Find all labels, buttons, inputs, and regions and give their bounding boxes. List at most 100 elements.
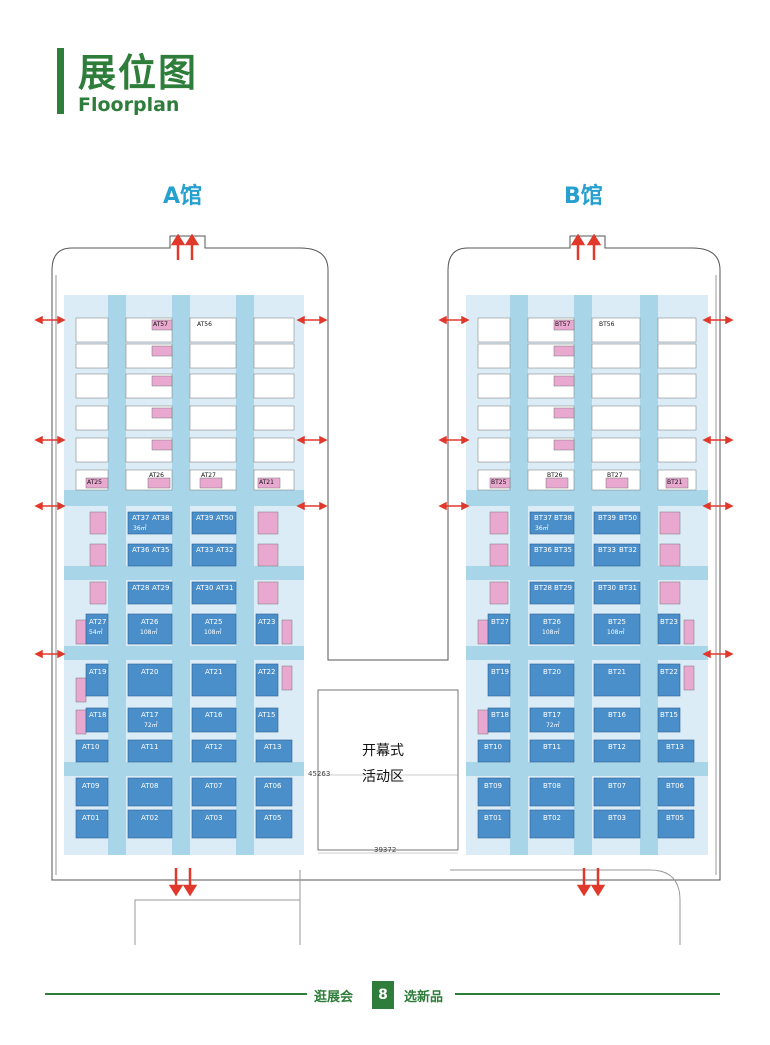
booth-label: BT27 <box>491 618 509 626</box>
booth-label: AT26 <box>141 618 159 626</box>
booth-label: BT19 <box>491 668 509 676</box>
booth-label: AT29 <box>152 584 170 592</box>
hall-b-title: B馆 <box>564 184 603 209</box>
booth-label: AT39 <box>196 514 214 522</box>
booth-label: BT28 <box>534 584 552 592</box>
booth-label: AT15 <box>258 711 276 719</box>
booth-size: 36㎡ <box>535 525 549 532</box>
booth-size: 108㎡ <box>542 629 560 636</box>
booth-label: AT27 <box>201 472 216 479</box>
booth-label: BT02 <box>543 814 561 822</box>
booth-label: AT28 <box>132 584 150 592</box>
footer-line-right <box>455 993 720 995</box>
booth-label: AT19 <box>89 668 107 676</box>
booth-label: BT16 <box>608 711 626 719</box>
booth-label: AT17 <box>141 711 159 719</box>
booth-size: 108㎡ <box>607 629 625 636</box>
booth-label: AT23 <box>258 618 276 626</box>
booth-label: BT39 <box>598 514 616 522</box>
booth-label: AT08 <box>141 782 159 790</box>
booth-label: AT18 <box>89 711 107 719</box>
booth-label: BT26 <box>543 618 561 626</box>
title-accent-bar <box>57 48 64 114</box>
booth-label: BT07 <box>608 782 626 790</box>
building-outline <box>51 235 721 945</box>
booth-label: BT09 <box>484 782 502 790</box>
booth-label: AT56 <box>197 321 212 328</box>
hall-a-aisles <box>64 295 304 855</box>
booth-label: AT21 <box>205 668 223 676</box>
booth-label: AT50 <box>216 514 234 522</box>
booth-label: AT09 <box>82 782 100 790</box>
booth-label: BT01 <box>484 814 502 822</box>
booth-label: AT37 <box>132 514 150 522</box>
booth-label: BT25 <box>608 618 626 626</box>
booth-label: AT27 <box>89 618 107 626</box>
booth-label: BT33 <box>598 546 616 554</box>
booth-label: BT36 <box>534 546 552 554</box>
booth-label: AT36 <box>132 546 150 554</box>
booth-label: BT21 <box>608 668 626 676</box>
page-title: 展位图 <box>78 51 199 95</box>
booth-label: AT07 <box>205 782 223 790</box>
booth-label: BT35 <box>554 546 572 554</box>
booth-label: BT06 <box>666 782 684 790</box>
booth-label: BT17 <box>543 711 561 719</box>
booth-label: AT31 <box>216 584 234 592</box>
booth-label: AT11 <box>141 743 159 751</box>
booth-size: 108㎡ <box>204 629 222 636</box>
booth-label: AT03 <box>205 814 223 822</box>
booth-label: BT29 <box>554 584 572 592</box>
booth-label: AT35 <box>152 546 170 554</box>
booth-label: BT25 <box>491 479 507 486</box>
booth-label: AT10 <box>82 743 100 751</box>
booth-label: BT27 <box>607 472 623 479</box>
booth-label: AT33 <box>196 546 214 554</box>
exit-arrows <box>168 233 606 897</box>
booth-label: BT11 <box>543 743 561 751</box>
dimension-label: 45263 <box>308 770 331 778</box>
booth-label: BT15 <box>660 711 678 719</box>
opening-ceremony-area <box>317 689 459 851</box>
booth-label: BT10 <box>484 743 502 751</box>
page-subtitle: Floorplan <box>78 94 180 116</box>
booth-label: AT22 <box>258 668 276 676</box>
booth-label: AT16 <box>205 711 223 719</box>
booth-label: BT20 <box>543 668 561 676</box>
booth-label: BT05 <box>666 814 684 822</box>
page-number: 8 <box>372 981 394 1009</box>
pink-booths <box>75 319 695 735</box>
booth-label: BT31 <box>619 584 637 592</box>
booth-label: BT26 <box>547 472 563 479</box>
booth-label: BT12 <box>608 743 626 751</box>
booth-size: 72㎡ <box>144 722 158 729</box>
booth-label: AT32 <box>216 546 234 554</box>
booth-size: 108㎡ <box>140 629 158 636</box>
hall-b-blue-booths <box>477 511 695 839</box>
booth-label: AT25 <box>87 479 102 486</box>
side-exit-arrows <box>34 315 734 659</box>
booth-label: BT50 <box>619 514 637 522</box>
booth-label: AT20 <box>141 668 159 676</box>
booth-label: BT21 <box>667 479 683 486</box>
booth-label: AT01 <box>82 814 100 822</box>
booth-size: 54㎡ <box>89 629 103 636</box>
booth-label: AT57 <box>153 321 168 328</box>
booth-label: BT56 <box>599 321 615 328</box>
booth-size: 72㎡ <box>546 722 560 729</box>
booth-label: AT26 <box>149 472 164 479</box>
hall-a-title: A馆 <box>163 184 203 209</box>
booth-label: BT08 <box>543 782 561 790</box>
booth-label: BT18 <box>491 711 509 719</box>
booth-label: BT30 <box>598 584 616 592</box>
booth-label: AT30 <box>196 584 214 592</box>
booth-label: AT06 <box>264 782 282 790</box>
footer-left-text: 逛展会 <box>314 990 354 1005</box>
booth-label: BT38 <box>554 514 572 522</box>
booth-label: AT25 <box>205 618 223 626</box>
footer-line-left <box>45 993 307 995</box>
booth-label: AT05 <box>264 814 282 822</box>
footer-right-text: 选新品 <box>404 990 444 1005</box>
